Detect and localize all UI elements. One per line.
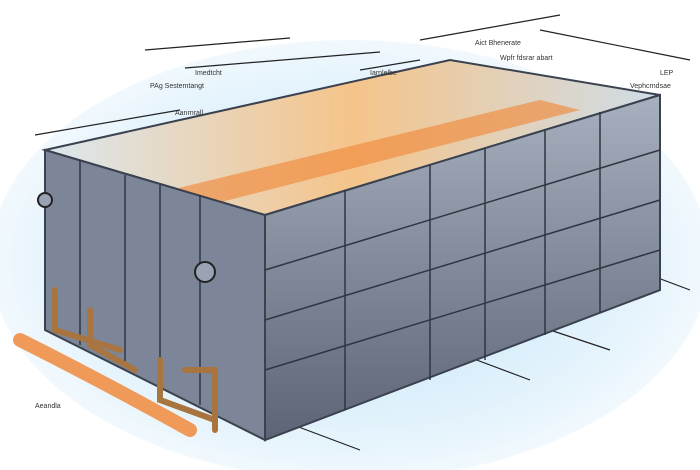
front-panels <box>264 112 661 410</box>
orange-heat-pipe <box>13 333 197 437</box>
svg-text:Vephcrndsae: Vephcrndsae <box>630 83 671 90</box>
svg-text:Imedtcht: Imedtcht <box>195 70 222 77</box>
gauge-icon <box>37 192 53 208</box>
svg-text:Aeandla: Aeandla <box>35 403 61 410</box>
labels: Aict Bhenerate Wpfr fdsrar abart LEP Vep… <box>35 40 674 410</box>
svg-text:Iarnlelbe: Iarnlelbe <box>370 70 397 77</box>
gauge-icon <box>194 261 216 283</box>
svg-text:LEP: LEP <box>660 70 674 77</box>
svg-text:Aanrnrall: Aanrnrall <box>175 110 203 117</box>
heat-stripe <box>150 100 580 210</box>
svg-text:Wpfr fdsrar abart: Wpfr fdsrar abart <box>500 55 553 62</box>
unit-side-front <box>264 93 661 442</box>
svg-text:Aict Bhenerate: Aict Bhenerate <box>475 40 521 47</box>
copper-pipes <box>52 287 218 433</box>
svg-text:PAg Sestemtangt: PAg Sestemtangt <box>150 83 204 90</box>
